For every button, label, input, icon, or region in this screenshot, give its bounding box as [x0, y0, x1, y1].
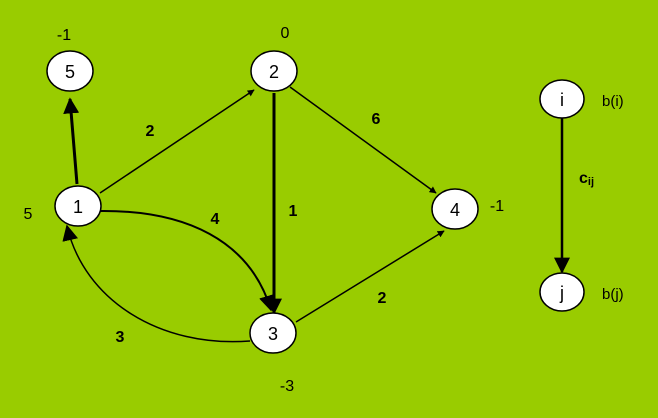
node-label-5: 5: [65, 62, 75, 82]
legend-node-i-label: i: [560, 90, 564, 110]
node-2: 2: [250, 50, 298, 92]
edges: [62, 86, 570, 343]
legend-cost-main: c: [579, 170, 588, 187]
edge-cost-3-4: 2: [378, 290, 387, 307]
edge-3-4: [295, 230, 445, 323]
node-label-1: 1: [73, 197, 83, 217]
supply-node-1: 5: [24, 206, 33, 223]
node-label-2: 2: [269, 62, 279, 82]
node-5: 5: [46, 50, 94, 92]
edge-1-2: [99, 89, 255, 194]
legend-b-i: b(i): [602, 93, 624, 110]
legend-cost-sub: ij: [588, 176, 594, 188]
supply-node-3: -3: [280, 378, 294, 395]
edge-1-5: [63, 97, 80, 185]
edge-2-4: [289, 86, 437, 194]
edge-1-3: [99, 209, 275, 312]
edge-costs: 2 6 1 4 2 3: [116, 111, 387, 346]
legend-node-j-label: j: [559, 283, 564, 303]
supply-node-2: 0: [281, 25, 290, 42]
legend-b-j: b(j): [602, 286, 624, 303]
edge-cost-2-4: 6: [372, 111, 381, 128]
legend-cost-label: cij: [579, 170, 594, 188]
supply-node-4: -1: [490, 198, 504, 215]
supply-node-5: -1: [57, 27, 71, 44]
edge-cost-3-1: 3: [116, 329, 125, 346]
node-label-3: 3: [268, 324, 278, 344]
node-3: 3: [249, 312, 297, 354]
legend-node-j: j: [539, 272, 585, 312]
edge-cost-1-3: 4: [211, 211, 220, 228]
supplies: -1 0 5 -3 -1: [24, 25, 505, 395]
edge-cost-2-3: 1: [289, 203, 298, 220]
node-4: 4: [431, 188, 479, 230]
node-1: 1: [54, 185, 102, 227]
legend: i j b(i) b(j) cij: [539, 79, 624, 312]
node-label-4: 4: [450, 200, 460, 220]
legend-node-i: i: [539, 79, 585, 119]
edge-cost-1-2: 2: [146, 123, 155, 140]
edge-3-1: [62, 224, 251, 343]
